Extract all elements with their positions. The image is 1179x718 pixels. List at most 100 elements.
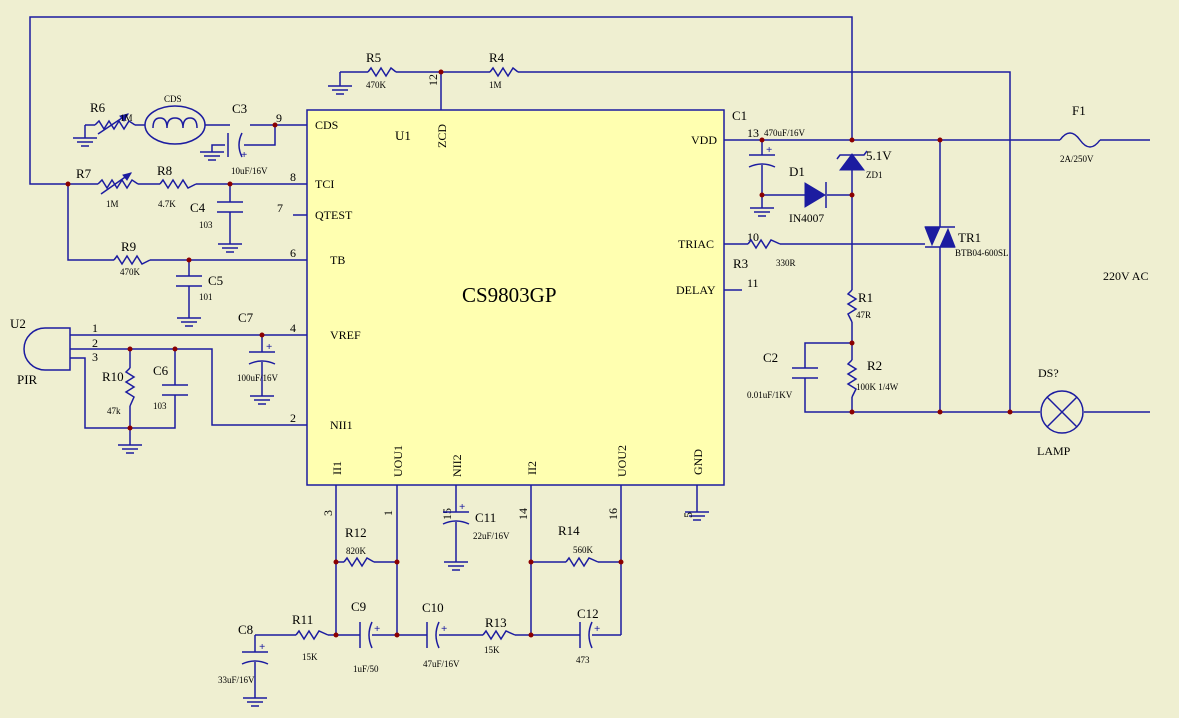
svg-text:C5: C5	[208, 273, 223, 288]
svg-text:R7: R7	[76, 166, 92, 181]
resistor-r7: R7 1M	[76, 166, 139, 209]
capacitor-c10: + C10 47uF/16V	[422, 600, 460, 669]
svg-text:100K 1/4W: 100K 1/4W	[856, 382, 899, 392]
pin-uou2: UOU2	[615, 445, 629, 477]
svg-text:R8: R8	[157, 163, 172, 178]
svg-text:C3: C3	[232, 101, 247, 116]
wires	[29, 16, 1150, 698]
svg-text:15K: 15K	[484, 645, 500, 655]
svg-text:R5: R5	[366, 50, 381, 65]
svg-text:560K: 560K	[573, 545, 594, 555]
svg-text:+: +	[259, 641, 265, 653]
capacitor-c8: + C8 33uF/16V	[218, 622, 269, 685]
resistor-r2: R2 100K 1/4W	[846, 358, 899, 398]
pin-num-3: 3	[321, 510, 335, 516]
capacitor-c4: C4 103	[190, 200, 243, 230]
svg-text:CDS: CDS	[164, 94, 182, 104]
pin-vref: VREF	[330, 328, 361, 342]
junctions	[65, 69, 1013, 638]
svg-text:+: +	[374, 623, 380, 635]
ground-icon	[176, 317, 202, 327]
pin-num-13: 13	[747, 126, 759, 140]
pin-num-11: 11	[747, 276, 759, 290]
capacitor-c7: + C7 100uF/16V	[237, 310, 279, 383]
svg-text:R13: R13	[485, 615, 507, 630]
pin-num-6: 6	[290, 246, 296, 260]
svg-text:DS?: DS?	[1038, 366, 1059, 380]
resistor-r12: R12 820K	[343, 525, 375, 568]
ground-icon	[749, 207, 775, 217]
pin-triac: TRIAC	[678, 237, 714, 251]
zener-zd1: 5.1V ZD1	[836, 148, 892, 180]
diode-d1: D1 IN4007	[789, 164, 827, 225]
svg-text:C4: C4	[190, 200, 206, 215]
pin-nii1: NII1	[330, 418, 353, 432]
svg-text:47uF/16V: 47uF/16V	[423, 659, 460, 669]
capacitor-c5: C5 101	[176, 273, 223, 302]
svg-text:R4: R4	[489, 50, 505, 65]
svg-text:C10: C10	[422, 600, 444, 615]
pin-num-8: 8	[290, 170, 296, 184]
pin-delay: DELAY	[676, 283, 716, 297]
svg-text:R2: R2	[867, 358, 882, 373]
svg-text:103: 103	[199, 220, 213, 230]
svg-text:+: +	[766, 144, 772, 156]
mains-label: 220V AC	[1103, 269, 1148, 283]
pin-nii2: NII2	[450, 454, 464, 477]
svg-text:D1: D1	[789, 164, 805, 179]
svg-text:+: +	[241, 149, 247, 161]
pin-num-4: 4	[290, 321, 296, 335]
svg-text:2A/250V: 2A/250V	[1060, 154, 1094, 164]
svg-text:+: +	[594, 623, 600, 635]
fuse-f1: F1 2A/250V	[1059, 103, 1101, 164]
svg-text:C2: C2	[763, 350, 778, 365]
svg-text:+: +	[441, 623, 447, 635]
pin-num-5: 5	[681, 512, 695, 518]
svg-text:2: 2	[92, 336, 98, 350]
pin-num-9: 9	[276, 111, 282, 125]
resistor-r11: R11 15K	[292, 612, 329, 662]
pin-tci: TCI	[315, 177, 334, 191]
ground-icon	[443, 561, 469, 571]
capacitor-c12: + C12 473	[576, 606, 600, 665]
svg-text:22uF/16V: 22uF/16V	[473, 531, 510, 541]
pin-tb: TB	[330, 253, 345, 267]
svg-text:U2: U2	[10, 316, 26, 331]
svg-text:10uF/16V: 10uF/16V	[231, 166, 268, 176]
svg-text:C1: C1	[732, 108, 747, 123]
ic-body	[306, 109, 725, 486]
svg-text:+: +	[266, 341, 272, 353]
svg-text:R9: R9	[121, 239, 136, 254]
svg-text:820K: 820K	[346, 546, 367, 556]
triac-tr1: TR1 BTB04-600SL	[924, 226, 1009, 258]
svg-text:R10: R10	[102, 369, 124, 384]
capacitor-c1: + C1 470uF/16V	[732, 108, 806, 168]
pin-vdd: VDD	[691, 133, 717, 147]
pin-ii2: II2	[525, 461, 539, 475]
capacitors: + C3 10uF/16V C4 103 C5 101 + C7 100uF/1…	[153, 101, 818, 685]
svg-text:15K: 15K	[302, 652, 318, 662]
svg-text:47R: 47R	[856, 310, 871, 320]
capacitor-c6: C6 103	[153, 363, 188, 411]
ground-icon	[72, 137, 98, 147]
pin-zcd: ZCD	[435, 124, 449, 148]
svg-text:47k: 47k	[107, 406, 121, 416]
svg-text:330R: 330R	[776, 258, 796, 268]
resistor-r4: R4 1M	[489, 50, 519, 90]
svg-text:1uF/50: 1uF/50	[353, 664, 379, 674]
svg-text:33uF/16V: 33uF/16V	[218, 675, 255, 685]
ic-part-number: CS9803GP	[462, 283, 557, 307]
svg-text:4.7K: 4.7K	[158, 199, 176, 209]
capacitor-c9: + C9 1uF/50	[351, 599, 380, 674]
svg-text:+: +	[459, 501, 465, 513]
resistor-r3: R3 330R	[733, 238, 796, 271]
svg-text:1M: 1M	[120, 113, 133, 123]
svg-text:R3: R3	[733, 256, 748, 271]
svg-text:C11: C11	[475, 510, 496, 525]
svg-text:470uF/16V: 470uF/16V	[764, 128, 806, 138]
pin-gnd: GND	[691, 449, 705, 475]
ground-icon	[217, 243, 243, 253]
svg-text:1M: 1M	[106, 199, 119, 209]
resistors: R5 470K R4 1M R6 1M R7 1M R8 4.7K	[76, 50, 899, 662]
